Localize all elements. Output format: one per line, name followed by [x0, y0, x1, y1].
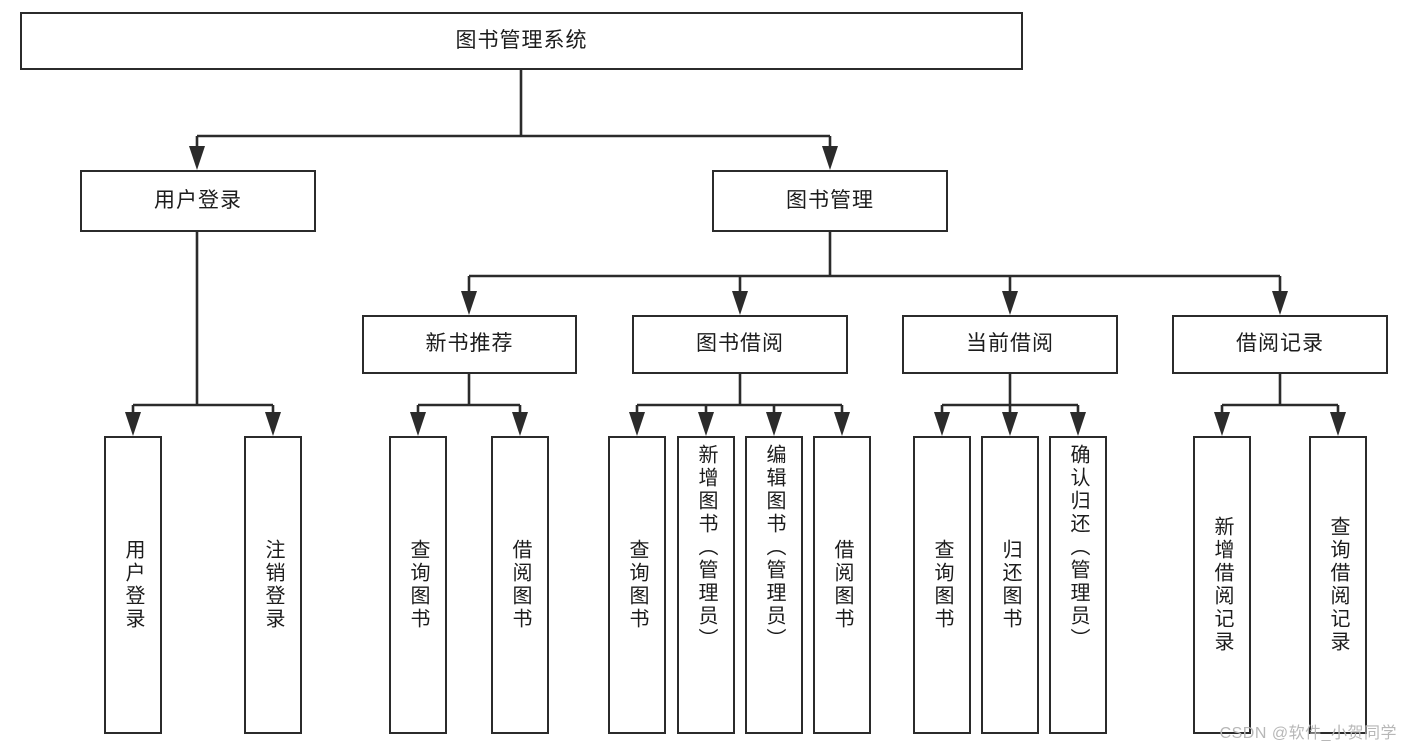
arrow-to-leaf-user-logout — [265, 412, 281, 436]
watermark-text: CSDN @软件_小贺同学 — [1219, 725, 1397, 742]
node-label-leaf-query-book-1: 查询图书 — [407, 539, 429, 631]
node-label-leaf-user-logout: 注销登录 — [262, 539, 284, 631]
arrow-to-leaf-borrow-book-2 — [834, 412, 850, 436]
node-new-book-recommend[interactable]: 新书推荐 — [362, 315, 577, 374]
node-label-book-borrow: 图书借阅 — [696, 332, 784, 356]
node-label-leaf-add-record: 新增借阅记录 — [1211, 516, 1233, 654]
node-leaf-confirm-return[interactable]: 确认归还（管理员） — [1049, 436, 1107, 734]
arrow-to-leaf-borrow-book-1 — [512, 412, 528, 436]
node-book-borrow[interactable]: 图书借阅 — [632, 315, 848, 374]
arrow-to-leaf-user-login — [125, 412, 141, 436]
node-leaf-borrow-book-1[interactable]: 借阅图书 — [491, 436, 549, 734]
node-label-current-borrow: 当前借阅 — [966, 332, 1054, 356]
node-label-root: 图书管理系统 — [455, 28, 588, 52]
arrow-to-new-book-recommend — [461, 291, 477, 315]
node-leaf-add-record[interactable]: 新增借阅记录 — [1193, 436, 1251, 734]
node-leaf-query-book-2[interactable]: 查询图书 — [608, 436, 666, 734]
arrow-to-leaf-add-book — [698, 412, 714, 436]
node-label-leaf-user-login: 用户登录 — [122, 539, 144, 631]
arrow-to-leaf-return-book — [1002, 412, 1018, 436]
node-leaf-user-login[interactable]: 用户登录 — [104, 436, 162, 734]
node-label-leaf-borrow-book-2: 借阅图书 — [831, 539, 853, 631]
node-borrow-record[interactable]: 借阅记录 — [1172, 315, 1388, 374]
node-label-leaf-edit-book: 编辑图书（管理员） — [763, 444, 785, 651]
arrow-to-leaf-confirm-return — [1070, 412, 1086, 436]
arrow-to-leaf-query-book-2 — [629, 412, 645, 436]
arrow-to-leaf-query-record — [1330, 412, 1346, 436]
node-root-book-management-system[interactable]: 图书管理系统 — [20, 12, 1023, 70]
node-label-leaf-query-record: 查询借阅记录 — [1327, 516, 1349, 654]
node-leaf-query-book-1[interactable]: 查询图书 — [389, 436, 447, 734]
arrow-to-book-borrow — [732, 291, 748, 315]
node-leaf-return-book[interactable]: 归还图书 — [981, 436, 1039, 734]
node-label-user-login: 用户登录 — [154, 188, 242, 212]
node-leaf-borrow-book-2[interactable]: 借阅图书 — [813, 436, 871, 734]
arrow-to-user-login — [189, 146, 205, 170]
arrow-to-leaf-add-record — [1214, 412, 1230, 436]
arrow-to-leaf-edit-book — [766, 412, 782, 436]
node-book-management[interactable]: 图书管理 — [712, 170, 948, 232]
arrow-to-borrow-record — [1272, 291, 1288, 315]
node-label-borrow-record: 借阅记录 — [1236, 332, 1324, 356]
node-leaf-add-book[interactable]: 新增图书（管理员） — [677, 436, 735, 734]
node-label-leaf-return-book: 归还图书 — [999, 539, 1021, 631]
arrow-to-leaf-query-book-3 — [934, 412, 950, 436]
node-leaf-query-record[interactable]: 查询借阅记录 — [1309, 436, 1367, 734]
node-label-leaf-add-book: 新增图书（管理员） — [695, 444, 717, 651]
arrow-to-current-borrow — [1002, 291, 1018, 315]
node-label-leaf-borrow-book-1: 借阅图书 — [509, 539, 531, 631]
node-user-login[interactable]: 用户登录 — [80, 170, 316, 232]
node-label-leaf-query-book-2: 查询图书 — [626, 539, 648, 631]
node-leaf-edit-book[interactable]: 编辑图书（管理员） — [745, 436, 803, 734]
node-leaf-user-logout[interactable]: 注销登录 — [244, 436, 302, 734]
node-current-borrow[interactable]: 当前借阅 — [902, 315, 1118, 374]
node-label-book-management: 图书管理 — [786, 188, 874, 212]
node-label-leaf-query-book-3: 查询图书 — [931, 539, 953, 631]
arrow-to-leaf-query-book-1 — [410, 412, 426, 436]
arrow-to-book-management — [822, 146, 838, 170]
node-label-new-book-recommend: 新书推荐 — [425, 332, 514, 356]
node-label-leaf-confirm-return: 确认归还（管理员） — [1067, 444, 1089, 651]
node-leaf-query-book-3[interactable]: 查询图书 — [913, 436, 971, 734]
